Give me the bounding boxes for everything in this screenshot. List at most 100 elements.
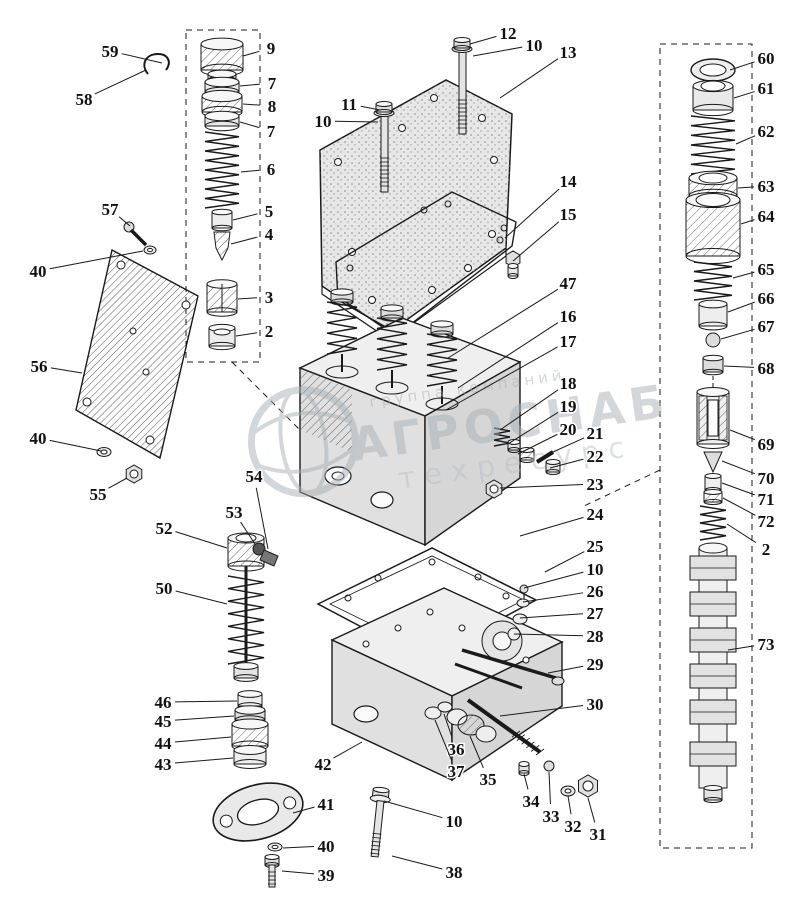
callout-label-34: 34	[523, 792, 541, 811]
callout-label-57: 57	[102, 200, 120, 219]
leader-line	[547, 665, 584, 674]
leader-line	[121, 53, 163, 64]
callout-label-10: 10	[446, 812, 463, 831]
callout-label-26: 26	[587, 582, 604, 601]
leader-line	[740, 219, 755, 225]
leader-line	[242, 103, 261, 106]
callout-label-7: 7	[267, 122, 276, 141]
leader-line	[499, 484, 584, 489]
leader-line	[729, 61, 755, 71]
callout-label-38: 38	[446, 863, 463, 882]
leader-line	[255, 487, 269, 550]
leader-line	[504, 188, 560, 239]
leader-line	[499, 58, 559, 99]
leader-line	[721, 460, 755, 475]
callout-label-14: 14	[560, 172, 578, 191]
leader-line	[544, 551, 585, 573]
callout-label-44: 44	[155, 734, 173, 753]
spool-spring-assembly	[227, 532, 279, 769]
callout-label-73: 73	[758, 635, 775, 654]
leader-line	[543, 437, 585, 457]
main-valve-body	[298, 288, 561, 547]
leader-line	[548, 771, 551, 805]
callout-label-9: 9	[267, 39, 276, 58]
leader-line	[721, 482, 755, 496]
leader-line	[722, 497, 756, 516]
flange	[212, 782, 304, 842]
leader-line	[391, 855, 443, 870]
leader-line	[49, 250, 144, 270]
bottom-bolts	[264, 842, 283, 888]
callout-label-39: 39	[318, 866, 335, 885]
leader-line	[230, 236, 258, 245]
leader-line	[737, 186, 755, 189]
leader-line	[237, 297, 258, 300]
callout-label-24: 24	[587, 505, 605, 524]
leader-line	[281, 870, 315, 875]
leader-line	[567, 795, 572, 815]
callout-label-71: 71	[758, 490, 775, 509]
leader-line	[499, 705, 584, 717]
leader-line	[726, 523, 757, 543]
leader-line	[174, 736, 232, 743]
leader-line	[240, 169, 260, 173]
callout-label-47: 47	[560, 274, 578, 293]
callout-label-10: 10	[587, 560, 604, 579]
leader-line	[512, 221, 560, 262]
leader-line	[334, 120, 379, 123]
callout-label-50: 50	[156, 579, 173, 598]
leader-line	[360, 105, 381, 111]
callout-label-8: 8	[268, 97, 277, 116]
leader-line	[242, 50, 260, 57]
callout-label-58: 58	[76, 90, 93, 109]
leader-line	[549, 458, 584, 469]
callout-label-53: 53	[226, 503, 243, 522]
leader-line	[118, 216, 131, 227]
callout-label-40: 40	[30, 262, 47, 281]
leader-line	[469, 35, 497, 45]
callout-label-40: 40	[30, 429, 47, 448]
leader-line	[720, 328, 755, 340]
leader-line	[732, 271, 755, 279]
small-hardware-left	[96, 221, 157, 484]
callout-label-56: 56	[31, 357, 48, 376]
leader-line	[175, 531, 228, 549]
leader-line	[174, 757, 234, 764]
leader-line	[472, 46, 523, 57]
callout-label-36: 36	[448, 740, 465, 759]
callout-label-4: 4	[265, 225, 274, 244]
callout-label-66: 66	[758, 289, 775, 308]
callout-label-12: 12	[500, 24, 517, 43]
callout-label-41: 41	[318, 795, 335, 814]
callout-label-7: 7	[268, 74, 277, 93]
callout-label-27: 27	[587, 604, 605, 623]
bolt-38	[369, 786, 391, 858]
leader-line	[434, 719, 452, 761]
callout-label-64: 64	[758, 207, 776, 226]
top-cover	[319, 79, 513, 341]
lower-valve-body	[330, 584, 599, 798]
leader-line	[174, 715, 235, 721]
callout-label-16: 16	[560, 307, 577, 326]
callout-label-13: 13	[560, 43, 577, 62]
callout-label-15: 15	[560, 205, 577, 224]
callout-label-46: 46	[155, 693, 172, 712]
callout-label-60: 60	[758, 49, 775, 68]
callout-label-45: 45	[155, 712, 172, 731]
leader-line	[235, 332, 258, 337]
leader-line	[240, 521, 256, 545]
leader-line	[443, 713, 453, 738]
callout-label-10: 10	[526, 36, 543, 55]
leader-line	[519, 516, 584, 537]
callout-label-23: 23	[587, 475, 604, 494]
leader-line	[447, 288, 559, 359]
leader-line	[727, 645, 755, 651]
callout-label-10: 10	[315, 112, 332, 131]
side-plate	[75, 248, 199, 460]
illustration	[75, 29, 753, 888]
leader-line	[519, 613, 584, 619]
leader-line	[469, 735, 484, 769]
callout-label-35: 35	[480, 770, 497, 789]
callout-label-17: 17	[560, 332, 578, 351]
